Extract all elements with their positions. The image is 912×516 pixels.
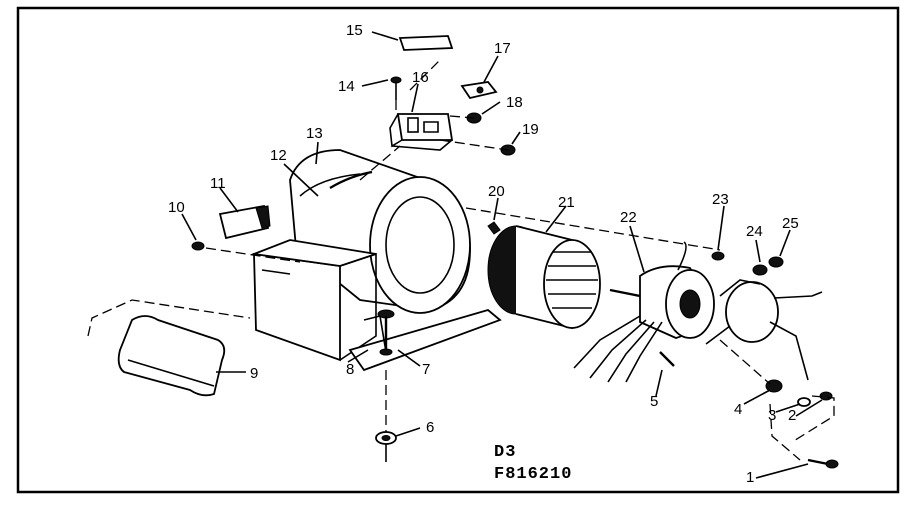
diagram-code-line1: D3 <box>494 443 516 462</box>
callout-11: 11 <box>210 175 226 192</box>
part-nut-24 <box>752 264 768 276</box>
callout-20: 20 <box>488 183 505 200</box>
callout-14: 14 <box>338 78 355 95</box>
part-screw-10 <box>191 241 205 251</box>
callout-21: 21 <box>558 194 575 211</box>
part-nut-25 <box>768 256 784 268</box>
callout-25: 25 <box>782 215 799 232</box>
callout-5: 5 <box>650 393 658 410</box>
part-insulation-sheet <box>117 315 226 397</box>
diagram-code-line2: F816210 <box>494 465 572 484</box>
callout-24: 24 <box>746 223 763 240</box>
callout-1: 1 <box>746 469 754 486</box>
part-bolt-7 <box>377 309 395 356</box>
part-nut-6 <box>375 431 397 462</box>
part-cover-plate <box>398 35 454 51</box>
part-motor-mount <box>705 279 823 381</box>
diagram-frame <box>16 6 900 494</box>
callout-10: 10 <box>168 199 185 216</box>
callout-7: 7 <box>422 361 430 378</box>
callout-22: 22 <box>620 209 637 226</box>
part-nut-4 <box>765 379 783 393</box>
part-washer-2 <box>819 391 833 401</box>
callout-6: 6 <box>426 419 434 436</box>
part-screw-5 <box>659 351 675 367</box>
part-set-screw-20 <box>487 221 501 235</box>
callout-16: 16 <box>412 69 429 86</box>
part-screw-23 <box>711 251 725 261</box>
diagram-code: D3 F816210 <box>494 443 572 484</box>
callout-13: 13 <box>306 125 323 142</box>
callout-4: 4 <box>734 401 742 418</box>
part-capacitor <box>218 204 271 240</box>
leader-lines <box>181 31 823 479</box>
part-blower-wheel <box>487 225 601 330</box>
part-connector <box>460 81 498 100</box>
callout-18: 18 <box>506 94 523 111</box>
callout-19: 19 <box>522 121 539 138</box>
part-bolt-1 <box>807 458 839 469</box>
callout-labels: 15 17 14 16 18 19 13 12 11 10 20 21 22 2… <box>168 22 799 486</box>
callout-2: 2 <box>788 407 796 424</box>
callout-3: 3 <box>768 407 776 424</box>
callout-23: 23 <box>712 191 729 208</box>
callout-9: 9 <box>250 365 258 382</box>
callout-15: 15 <box>346 22 363 39</box>
callout-17: 17 <box>494 40 511 57</box>
assembly-lines <box>87 59 835 461</box>
callout-8: 8 <box>346 361 354 378</box>
part-motor <box>573 241 715 383</box>
part-screw-14 <box>390 76 402 100</box>
part-washer-3 <box>797 397 811 407</box>
part-outlet-duct <box>250 239 377 362</box>
callout-12: 12 <box>270 147 287 164</box>
part-control-box <box>389 113 454 151</box>
